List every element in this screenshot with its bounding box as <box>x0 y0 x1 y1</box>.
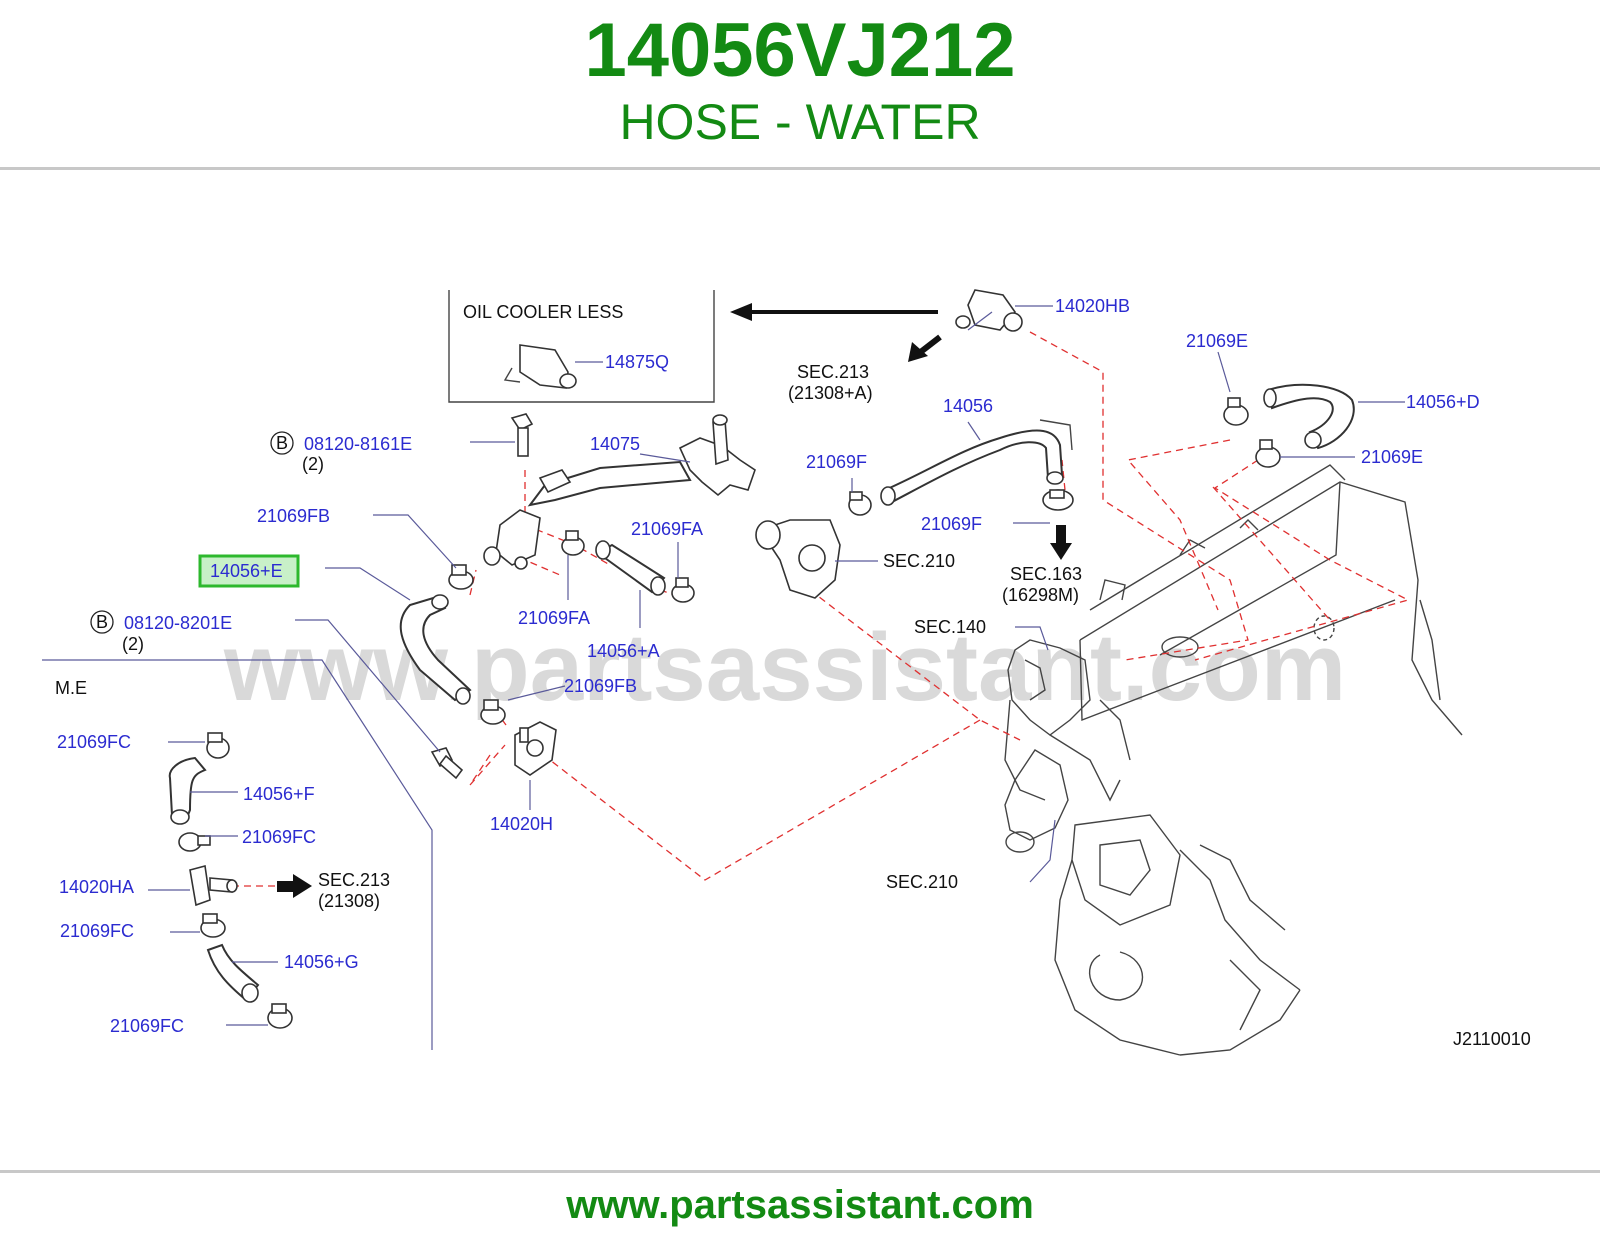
clamp-21069e-bottom-drawing <box>1255 439 1281 468</box>
label-14056d[interactable]: 14056+D <box>1406 392 1480 412</box>
clamp-21069fb-bottom-drawing <box>480 699 506 725</box>
diagram-code: J2110010 <box>1453 1029 1531 1049</box>
hose-14056d-drawing <box>1263 383 1355 450</box>
bolt1-badge-letter: B <box>276 433 288 453</box>
hose-14056-drawing <box>880 419 1073 506</box>
label-14020ha[interactable]: 14020HA <box>59 877 134 897</box>
label-21069fb-bottom[interactable]: 21069FB <box>564 676 637 696</box>
bolt2-badge: B <box>90 610 114 634</box>
label-21069fa-left[interactable]: 21069FA <box>518 608 590 628</box>
label-sec163[interactable]: SEC.163 <box>1010 564 1082 584</box>
label-14056g[interactable]: 14056+G <box>284 952 359 972</box>
bolt1-badge: B <box>270 431 294 455</box>
hose-14056a-drawing <box>595 540 666 596</box>
clamp-21069fb-top-drawing <box>448 564 474 590</box>
label-21069f-right[interactable]: 21069F <box>921 514 982 534</box>
label-21069fb-top[interactable]: 21069FB <box>257 506 330 526</box>
label-sec140[interactable]: SEC.140 <box>914 617 986 637</box>
label-21069fc-4[interactable]: 21069FC <box>110 1016 184 1036</box>
hose-14056g-drawing <box>206 943 260 1003</box>
label-sec210-top[interactable]: SEC.210 <box>883 551 955 571</box>
label-14875q[interactable]: 14875Q <box>605 352 669 372</box>
label-14056[interactable]: 14056 <box>943 396 993 416</box>
clamp-21069fa-left-drawing <box>561 530 585 556</box>
clamp-21069fa-right-drawing <box>671 577 695 603</box>
footer-url[interactable]: www.partsassistant.com <box>566 1183 1034 1227</box>
footer-divider <box>0 1170 1600 1173</box>
label-14020hb[interactable]: 14020HB <box>1055 296 1130 316</box>
pipe-14075-drawing <box>483 414 756 570</box>
part-14020h-drawing <box>514 721 557 776</box>
clamp-21069f-right-drawing <box>1042 489 1074 511</box>
label-sec213-b[interactable]: SEC.213 <box>318 870 390 890</box>
clamp-21069fc-1-drawing <box>206 732 230 759</box>
clamp-21069f-left-drawing <box>848 491 872 516</box>
bolt-08120-8201e-drawing <box>430 747 464 780</box>
engine-block-drawing <box>1004 464 1463 1056</box>
label-21069e-top[interactable]: 21069E <box>1186 331 1248 351</box>
label-14020h[interactable]: 14020H <box>490 814 553 834</box>
label-21069f-left[interactable]: 21069F <box>806 452 867 472</box>
part-14020hb-drawing <box>955 289 1023 332</box>
hose-14056e-drawing <box>399 594 472 705</box>
leader-lines <box>148 305 1405 1026</box>
oil-cooler-less-inset: OIL COOLER LESS 14875Q <box>448 290 715 403</box>
part-14875q-drawing <box>503 344 577 389</box>
label-sec213-b-sub: (21308) <box>318 891 380 911</box>
clamp-21069fc-4-drawing <box>267 1003 293 1029</box>
clamp-21069fc-2-drawing <box>178 832 211 852</box>
part-number-title: 14056VJ212 <box>584 8 1016 93</box>
header-divider <box>0 167 1600 170</box>
label-21069e-bottom[interactable]: 21069E <box>1361 447 1423 467</box>
label-08120-8161e[interactable]: 08120-8161E <box>304 434 412 454</box>
clamp-21069e-top-drawing <box>1223 397 1249 426</box>
watermark-text: www.partsassistant.com <box>223 614 1346 721</box>
bolt2-badge-letter: B <box>96 612 108 632</box>
label-sec163-sub: (16298M) <box>1002 585 1079 605</box>
sec210-housing-drawing <box>755 519 841 599</box>
label-sec210-bottom[interactable]: SEC.210 <box>886 872 958 892</box>
inset-title: OIL COOLER LESS <box>463 302 623 322</box>
label-me: M.E <box>55 678 87 698</box>
clamp-21069fc-3-drawing <box>200 913 226 938</box>
header: 14056VJ212 HOSE - WATER <box>0 0 1600 168</box>
part-14020ha-drawing <box>189 864 238 907</box>
label-21069fa-right[interactable]: 21069FA <box>631 519 703 539</box>
label-14075[interactable]: 14075 <box>590 434 640 454</box>
arrow-to-sec163 <box>1050 525 1072 560</box>
label-21069fc-3[interactable]: 21069FC <box>60 921 134 941</box>
bolt-08120-8161e-drawing <box>510 413 534 457</box>
label-21069fc-2[interactable]: 21069FC <box>242 827 316 847</box>
label-14056f[interactable]: 14056+F <box>243 784 315 804</box>
label-14056a[interactable]: 14056+A <box>587 641 660 661</box>
arrow-to-sec213a <box>908 334 942 362</box>
label-sec213-a-sub: (21308+A) <box>788 383 873 403</box>
label-sec213-a[interactable]: SEC.213 <box>797 362 869 382</box>
label-14056e[interactable]: 14056+E <box>210 561 283 581</box>
me-panel-divider <box>42 659 433 1050</box>
label-08120-8201e[interactable]: 08120-8201E <box>124 613 232 633</box>
arrow-to-inset <box>730 303 938 321</box>
label-bolt2-qty: (2) <box>122 634 144 654</box>
arrow-to-sec213b <box>277 874 312 898</box>
part-name-subtitle: HOSE - WATER <box>619 94 981 150</box>
label-bolt1-qty: (2) <box>302 454 324 474</box>
highlight-box <box>198 554 300 588</box>
hose-14056f-drawing <box>168 756 207 825</box>
label-21069fc-1[interactable]: 21069FC <box>57 732 131 752</box>
